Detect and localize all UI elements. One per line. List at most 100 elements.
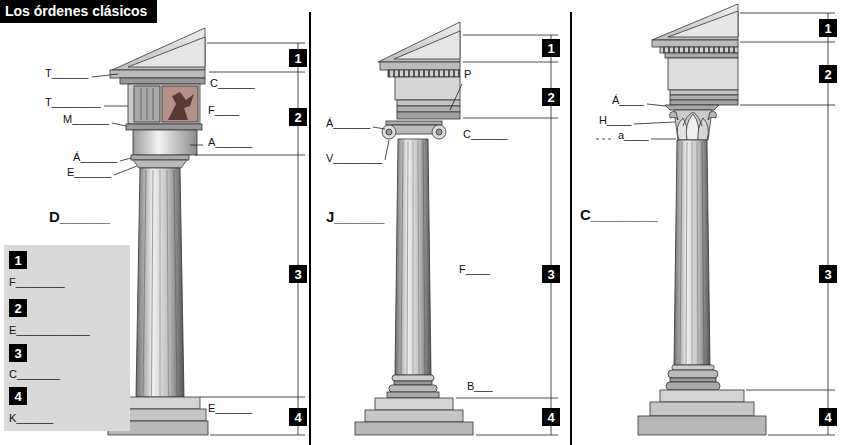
flute — [152, 170, 154, 396]
dentils — [660, 47, 738, 53]
callout-box: 4 — [9, 387, 27, 405]
callout-number: 4 — [824, 410, 831, 425]
tympanum — [128, 37, 205, 67]
shaft — [674, 140, 710, 365]
dimension-tick — [463, 35, 558, 36]
flute — [418, 141, 419, 374]
frieze — [668, 58, 738, 90]
callout-number: 1 — [824, 21, 831, 36]
dimension-line — [298, 43, 299, 435]
callout-number: 3 — [824, 267, 831, 282]
cornice — [110, 70, 205, 78]
ionic-order — [355, 22, 473, 435]
cornice — [652, 40, 738, 47]
dimension-tick — [200, 397, 305, 398]
part-label: H____ — [598, 113, 632, 127]
tympanum — [668, 11, 738, 37]
echinus — [133, 160, 187, 168]
volute-eye — [436, 129, 442, 135]
leader-line — [112, 123, 126, 126]
callout-box: 3 — [9, 344, 27, 362]
leader-line — [651, 139, 676, 140]
callout-number: 1 — [547, 41, 554, 56]
callout-box: 2 — [9, 299, 27, 317]
part-label: A______ — [207, 135, 253, 149]
volute — [432, 125, 446, 139]
answer-blank: C_______ — [9, 367, 60, 381]
callout-box: 4 — [819, 408, 837, 426]
step — [650, 402, 754, 416]
fascia — [397, 100, 460, 106]
callout-number: 2 — [294, 110, 301, 125]
callout-number: 4 — [294, 410, 301, 425]
pediment — [378, 22, 460, 62]
taenia — [126, 124, 202, 130]
torus — [392, 375, 434, 381]
step — [375, 398, 453, 410]
flute — [686, 142, 687, 364]
part-label: C______ — [209, 76, 256, 90]
step — [365, 410, 463, 422]
frieze — [128, 84, 200, 124]
leader-line — [190, 145, 203, 146]
acanthus-leaf — [683, 112, 702, 126]
step — [118, 409, 206, 421]
dimension-tick — [209, 72, 305, 73]
dimension-tick — [463, 118, 558, 119]
torus — [389, 385, 437, 392]
callout-box: 3 — [289, 265, 307, 283]
part-label: F____ — [207, 103, 240, 117]
abacus — [131, 155, 189, 160]
dimension-tick — [210, 435, 305, 436]
callout-box: 2 — [819, 65, 837, 83]
volute-eye — [386, 129, 392, 135]
dimension-tick — [740, 105, 835, 106]
torus — [668, 370, 718, 378]
shaft — [136, 168, 184, 397]
leader-line — [373, 127, 385, 129]
callout-box: 3 — [542, 265, 560, 283]
flute — [680, 142, 682, 364]
answer-blank: F________ — [9, 275, 65, 289]
flute — [413, 141, 414, 374]
leader-line — [596, 139, 613, 140]
callout-number: 2 — [824, 67, 831, 82]
callout-box: 1 — [542, 39, 560, 57]
dimension-tick — [463, 62, 558, 63]
part-label: B___ — [466, 379, 494, 393]
astragal — [672, 365, 714, 370]
dimension-tick — [195, 155, 305, 156]
flute — [143, 170, 146, 396]
step — [128, 397, 200, 409]
callout-box: 1 — [9, 251, 27, 269]
callout-number: 3 — [294, 267, 301, 282]
tympanum — [394, 31, 460, 59]
acanthus-leaf — [677, 118, 687, 140]
callout-box: 3 — [819, 265, 837, 283]
leader-line — [120, 158, 131, 161]
step — [660, 390, 744, 402]
shaft — [395, 139, 431, 375]
divider-line — [309, 12, 311, 445]
helix — [708, 112, 716, 120]
callout-number: 3 — [14, 346, 21, 361]
flute — [407, 141, 408, 374]
triglyph — [134, 86, 160, 122]
fascia — [670, 90, 738, 95]
triglyph-groove — [147, 88, 148, 120]
scotia — [670, 378, 716, 382]
part-label: Á____ — [611, 93, 645, 107]
callout-box: 4 — [289, 408, 307, 426]
leader-line — [634, 122, 675, 124]
cornice-band — [665, 53, 738, 58]
plinth — [387, 392, 439, 398]
flute — [174, 170, 177, 396]
callout-box: 4 — [542, 408, 560, 426]
step — [355, 422, 473, 435]
step — [638, 416, 766, 435]
fascia — [670, 95, 738, 100]
part-label: Á______ — [72, 150, 118, 164]
acanthus-leaf — [686, 114, 699, 140]
capital-bell — [674, 110, 712, 140]
cornice — [380, 62, 460, 70]
